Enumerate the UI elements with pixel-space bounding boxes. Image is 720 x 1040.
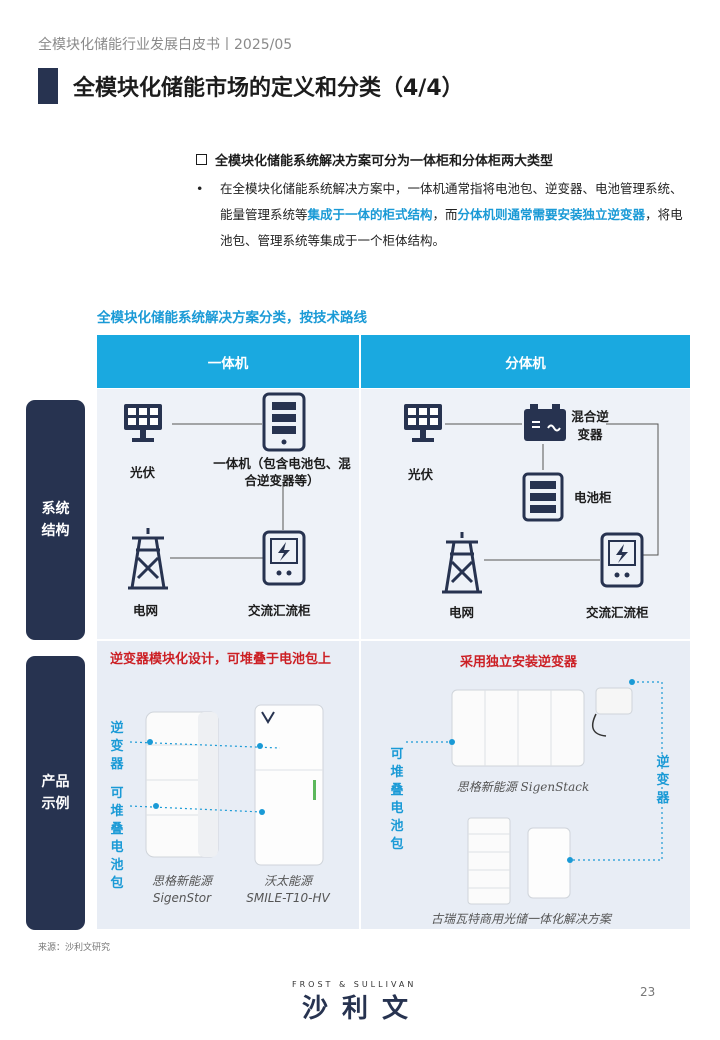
summary-text-2: ，而 bbox=[432, 207, 458, 222]
smile-caption: 沃太能源 SMILE-T10-HV bbox=[238, 873, 338, 907]
row-label-product-text: 产品 示例 bbox=[41, 774, 70, 812]
inverter-pointer-line bbox=[129, 741, 281, 749]
inverter-pointer-line bbox=[570, 681, 663, 861]
left-stack-label: 可堆叠电池包 bbox=[110, 786, 124, 891]
summary-paragraph: • 在全模块化储能系统解决方案中，一体机通常指将电池包、逆变器、电池管理系统、能… bbox=[196, 176, 686, 254]
pointer-dot bbox=[259, 809, 265, 815]
diagram-subtitle: 全模块化储能系统解决方案分类，按技术路线 bbox=[97, 310, 367, 326]
summary-text-3: ，将电池包、管理系统等集成于一个柜体结构。 bbox=[220, 207, 683, 248]
left-pv-label: 光伏 bbox=[130, 465, 156, 480]
ac-combiner-box-icon bbox=[262, 530, 306, 586]
sigenstor-product-image bbox=[145, 711, 219, 858]
left-product-note: 逆变器模块化设计，可堆叠于电池包上 bbox=[110, 652, 332, 667]
right-grid-label: 电网 bbox=[449, 605, 475, 620]
right-product-note: 采用独立安装逆变器 bbox=[460, 655, 578, 670]
hybrid-inverter-icon bbox=[524, 404, 566, 441]
smile-t10-product-image bbox=[254, 704, 324, 866]
power-tower-icon bbox=[442, 532, 482, 594]
pointer-dot bbox=[629, 679, 635, 685]
page-title: 全模块化储能市场的定义和分类（4/4） bbox=[73, 76, 464, 101]
left-all-in-one-label: 一体机（包含电池包、混合逆变器等） bbox=[213, 456, 351, 488]
summary-highlight-1: 集成于一体的柜式结构 bbox=[307, 207, 433, 222]
checkbox-square-icon bbox=[196, 154, 207, 165]
battery-pointer-line bbox=[129, 805, 263, 813]
pointer-dot bbox=[449, 739, 455, 745]
column-header-all-in-one: 一体机 bbox=[97, 335, 359, 388]
right-ac-box-label: 交流汇流柜 bbox=[586, 605, 649, 620]
sigenstack-product-image bbox=[451, 687, 633, 767]
summary-text: 在全模块化储能系统解决方案中，一体机通常指将电池包、逆变器、电池管理系统、能量管… bbox=[196, 176, 686, 254]
page-number: 23 bbox=[640, 985, 656, 999]
sigenstor-caption: 思格新能源 SigenStor bbox=[140, 873, 224, 907]
battery-cabinet-icon bbox=[522, 472, 564, 522]
sigenstor-brand: 思格新能源 bbox=[151, 874, 212, 888]
right-stack-label: 可堆叠电池包 bbox=[390, 747, 404, 852]
right-pv-label: 光伏 bbox=[408, 467, 434, 482]
solar-panel-icon bbox=[404, 404, 442, 442]
pointer-dot bbox=[257, 743, 263, 749]
right-hybrid-inverter-label: 混合逆变器 bbox=[571, 409, 609, 442]
pointer-dot bbox=[147, 739, 153, 745]
right-inverter-to-ac-line bbox=[606, 423, 659, 556]
right-battery-cabinet-label: 电池柜 bbox=[574, 490, 612, 505]
summary-text-1: 在全模块化储能系统解决方案中，一体机通常指将电池包、逆变器、电池管理系统、能量管… bbox=[220, 181, 683, 222]
solar-panel-icon bbox=[124, 404, 162, 442]
right-product-panel bbox=[361, 641, 690, 929]
left-inverter-label: 逆变器 bbox=[110, 721, 124, 772]
sigenstor-model: SigenStor bbox=[152, 891, 212, 905]
sigenstack-caption: 思格新能源 SigenStack bbox=[456, 780, 590, 794]
bullet-dot: • bbox=[196, 181, 204, 196]
row-label-system-structure: 系统 结构 bbox=[26, 400, 85, 640]
summary-heading: 全模块化储能系统解决方案可分为一体柜和分体柜两大类型 bbox=[196, 150, 553, 169]
smile-model: SMILE-T10-HV bbox=[246, 891, 330, 905]
left-ac-box-label: 交流汇流柜 bbox=[248, 603, 311, 618]
title-accent-bar bbox=[38, 68, 58, 104]
report-title: 全模块化储能行业发展白皮书丨2025/05 bbox=[38, 37, 293, 53]
summary-heading-text: 全模块化储能系统解决方案可分为一体柜和分体柜两大类型 bbox=[215, 154, 554, 169]
logo-english: FROST & SULLIVAN bbox=[292, 980, 417, 989]
pointer-dot bbox=[567, 857, 573, 863]
source-note: 来源：沙利文研究 bbox=[38, 943, 111, 953]
cabinet-icon bbox=[262, 392, 306, 452]
power-tower-icon bbox=[128, 528, 168, 590]
growatt-caption: 古瑞瓦特商用光储一体化解决方案 bbox=[430, 912, 611, 926]
summary-highlight-2: 分体机则通常需要安装独立逆变器 bbox=[457, 207, 646, 222]
logo-chinese: 沙利文 bbox=[302, 994, 423, 1024]
column-header-split: 分体机 bbox=[361, 335, 690, 388]
growatt-product-image bbox=[467, 817, 571, 905]
row-label-product-example: 产品 示例 bbox=[26, 656, 85, 930]
left-grid-label: 电网 bbox=[133, 603, 159, 618]
ac-combiner-box-icon bbox=[600, 532, 644, 588]
smile-brand: 沃太能源 bbox=[263, 874, 312, 888]
row-label-structure-text: 系统 结构 bbox=[41, 501, 70, 539]
pointer-dot bbox=[153, 803, 159, 809]
right-inverter-label: 逆变器 bbox=[656, 755, 670, 806]
